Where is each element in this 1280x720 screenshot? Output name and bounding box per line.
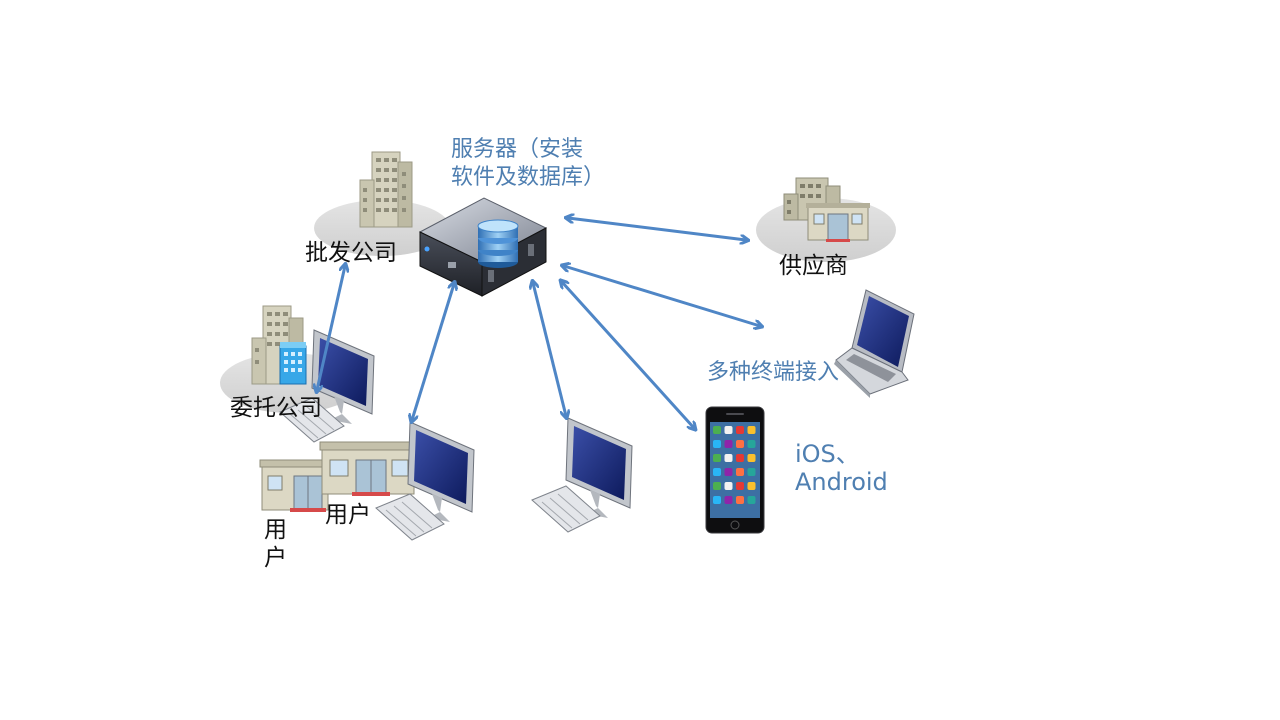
user-label-vertical-1: 用 <box>264 517 287 543</box>
wholesale-building-icon <box>359 151 413 228</box>
arrow-server-supplier <box>568 218 746 240</box>
platform-label-ios: iOS、 <box>795 440 860 468</box>
app-icon <box>724 454 733 462</box>
app-icon <box>747 468 756 476</box>
app-icon <box>713 454 721 462</box>
platform-label-android: Android <box>795 468 888 496</box>
user-shop-left-icon <box>259 459 331 512</box>
app-icon <box>747 440 756 448</box>
app-icon <box>724 440 733 448</box>
app-icon <box>724 482 733 490</box>
user-label-vertical-2: 户 <box>264 545 287 571</box>
app-icon <box>736 482 744 490</box>
app-icon <box>713 440 721 448</box>
supplier-building-icon <box>783 177 870 242</box>
user-label-vertical: 用 户 <box>264 516 287 572</box>
multi-terminal-label: 多种终端接入 <box>707 360 840 385</box>
app-icon <box>736 454 744 462</box>
connections <box>317 218 760 428</box>
server-label-line2: 软件及数据库） <box>451 165 606 190</box>
app-icon <box>713 482 721 490</box>
app-icon <box>713 496 721 504</box>
app-icons <box>713 426 756 504</box>
app-icon <box>736 468 744 476</box>
platform-label: iOS、 Android <box>795 440 888 496</box>
desktop-computer-user-icon <box>375 421 475 541</box>
arrow-server-middle-pc <box>533 283 566 416</box>
server-database-icon <box>418 197 548 297</box>
server-label-line1: 服务器（安装 <box>451 137 584 162</box>
user-shop-right-icon <box>319 441 417 496</box>
app-icon <box>747 496 756 504</box>
entrusted-building-icon <box>251 305 307 385</box>
wholesale-label: 批发公司 <box>305 240 397 266</box>
app-icon <box>724 468 733 476</box>
app-icon <box>736 426 744 434</box>
arrow-wholesale-entrusted <box>317 266 345 390</box>
entrusted-label: 委托公司 <box>230 395 322 421</box>
app-icon <box>747 482 756 490</box>
app-icon <box>736 496 744 504</box>
app-icon <box>747 454 756 462</box>
user-label-small: 用户 <box>325 502 371 528</box>
app-icon <box>724 496 733 504</box>
app-icon <box>713 468 721 476</box>
laptop-icon <box>834 289 915 398</box>
app-icon <box>724 426 733 434</box>
app-icon <box>736 440 744 448</box>
desktop-computer-middle-icon <box>531 417 633 533</box>
server-label: 服务器（安装 软件及数据库） <box>451 136 605 192</box>
supplier-label: 供应商 <box>779 253 848 279</box>
arrow-server-phone <box>562 282 694 428</box>
wholesale-ground <box>314 200 450 256</box>
arrow-server-user-pc <box>412 284 454 420</box>
app-icon <box>713 426 721 434</box>
smartphone-icon <box>705 406 765 534</box>
app-icon <box>747 426 756 434</box>
